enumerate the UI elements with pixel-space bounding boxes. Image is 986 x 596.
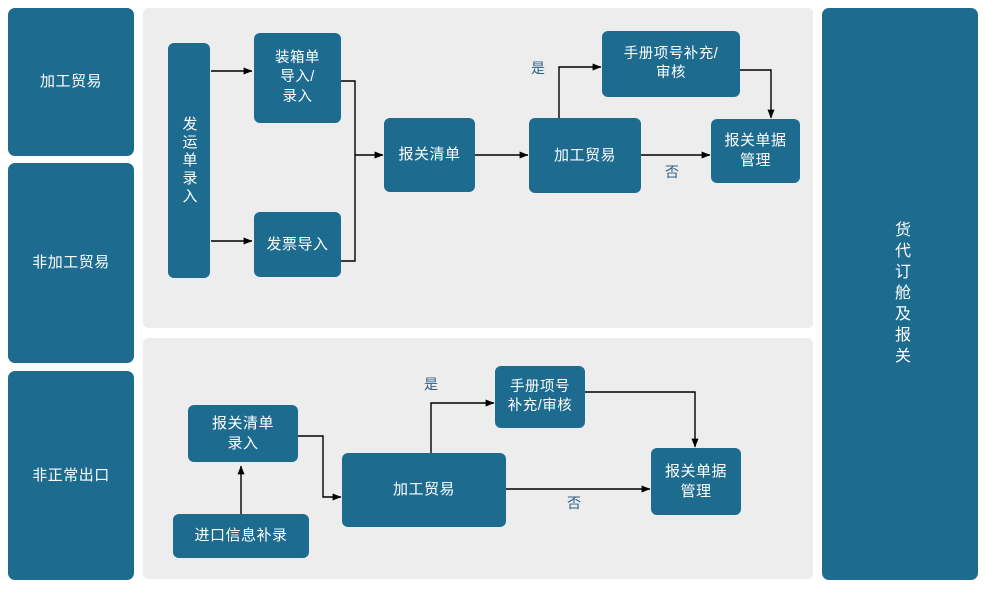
category-box-processing-trade[interactable]: 加工贸易 [8, 8, 134, 156]
node-shipment-entry[interactable]: 发运单录入 [168, 43, 210, 278]
node-label: 手册项号 补充/审核 [507, 378, 573, 414]
edge-label-top-no: 否 [665, 164, 680, 180]
banner-freight-booking-customs[interactable]: 货代订舱及报关 [822, 8, 978, 580]
node-label: 报关清单 录入 [211, 414, 274, 452]
category-label: 加工贸易 [39, 73, 102, 91]
node-import-info-supplement[interactable]: 进口信息补录 [173, 514, 309, 558]
node-manual-item-supplement-2[interactable]: 手册项号 补充/审核 [495, 366, 585, 428]
node-label: 报关单据 管理 [724, 132, 787, 169]
node-invoice-import[interactable]: 发票导入 [254, 212, 341, 277]
node-label: 加工贸易 [553, 146, 616, 164]
node-label: 报关单据 管理 [664, 462, 727, 500]
node-label: 发运单录入 [180, 115, 198, 206]
banner-label: 货代订舱及报关 [892, 220, 909, 368]
edge-label-top-yes: 是 [531, 60, 546, 76]
category-label: 非加工贸易 [32, 254, 110, 272]
edge-label-bottom-no: 否 [567, 495, 582, 511]
category-box-non-processing-trade[interactable]: 非加工贸易 [8, 163, 134, 363]
node-label: 进口信息补录 [194, 527, 288, 545]
node-manual-item-supplement[interactable]: 手册项号补充/ 审核 [602, 31, 740, 97]
category-box-abnormal-export[interactable]: 非正常出口 [8, 371, 134, 580]
node-label: 加工贸易 [392, 481, 455, 499]
node-label: 装箱单 导入/ 录入 [275, 50, 320, 105]
category-label: 非正常出口 [32, 466, 110, 484]
node-customs-list[interactable]: 报关清单 [384, 118, 475, 192]
node-label: 发票导入 [266, 235, 329, 253]
node-processing-trade[interactable]: 加工贸易 [529, 118, 641, 193]
node-customs-doc-management-2[interactable]: 报关单据 管理 [651, 448, 741, 515]
node-customs-doc-management[interactable]: 报关单据 管理 [711, 119, 800, 183]
node-label: 报关清单 [398, 146, 461, 164]
node-customs-list-entry[interactable]: 报关清单 录入 [188, 405, 298, 462]
node-packing-import[interactable]: 装箱单 导入/ 录入 [254, 33, 341, 123]
edge-label-bottom-yes: 是 [424, 376, 439, 392]
node-processing-trade-2[interactable]: 加工贸易 [342, 453, 506, 527]
node-label: 手册项号补充/ 审核 [623, 45, 719, 81]
